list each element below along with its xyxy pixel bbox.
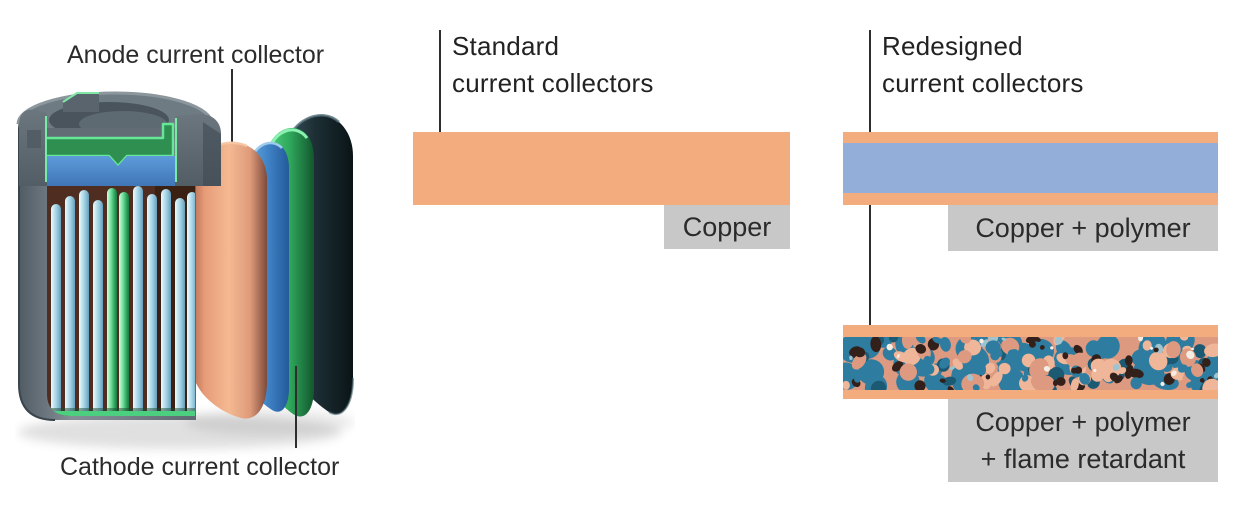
flame-retardant-bottom-strip [843, 390, 1218, 399]
casing-outline [18, 126, 56, 421]
copper-polymer-bar [843, 132, 1218, 205]
battery-cutaway-svg [16, 91, 355, 449]
standard-title: Standard current collectors [452, 28, 654, 102]
flame-retardant-tag: Copper + polymer + flame retardant [948, 399, 1218, 482]
standard-copper-tag-text: Copper [682, 211, 772, 242]
standard-title-line2: current collectors [452, 68, 654, 98]
anode-pointer-line [231, 69, 233, 202]
flame-retardant-tag-line1: Copper + polymer [975, 406, 1191, 437]
flame-retardant-tag-line2: + flame retardant [980, 443, 1186, 474]
polymer-core-strip [843, 143, 1218, 193]
cap-crimp-right [175, 114, 221, 186]
cap-crimp-left [19, 109, 47, 186]
anode-collector-label: Anode current collector [67, 41, 325, 69]
cap-cross-section [41, 122, 195, 186]
cathode-pointer-line [295, 366, 297, 448]
copper-polymer-bottom-strip [843, 193, 1218, 205]
flame-retardant-texture [843, 337, 1218, 390]
copper-polymer-top-strip [843, 132, 1218, 143]
electrode-roll-interior [47, 182, 195, 416]
standard-title-line1: Standard [452, 31, 560, 61]
flame-retardant-top-strip [843, 325, 1218, 337]
redesigned-title-line1: Redesigned [882, 31, 1023, 61]
copper-polymer-tag-text: Copper + polymer [975, 212, 1191, 243]
battery-cutaway-illustration [15, 82, 355, 462]
standard-copper-tag: Copper [664, 205, 790, 249]
battery-shadow [18, 409, 355, 449]
redesigned-title: Redesigned current collectors [882, 28, 1084, 102]
redesigned-title-line2: current collectors [882, 68, 1084, 98]
standard-copper-bar [413, 132, 790, 205]
copper-polymer-tag: Copper + polymer [948, 205, 1218, 251]
standard-divider-line [439, 30, 441, 132]
flame-retardant-bar [843, 325, 1218, 399]
cathode-collector-label: Cathode current collector [60, 453, 340, 481]
